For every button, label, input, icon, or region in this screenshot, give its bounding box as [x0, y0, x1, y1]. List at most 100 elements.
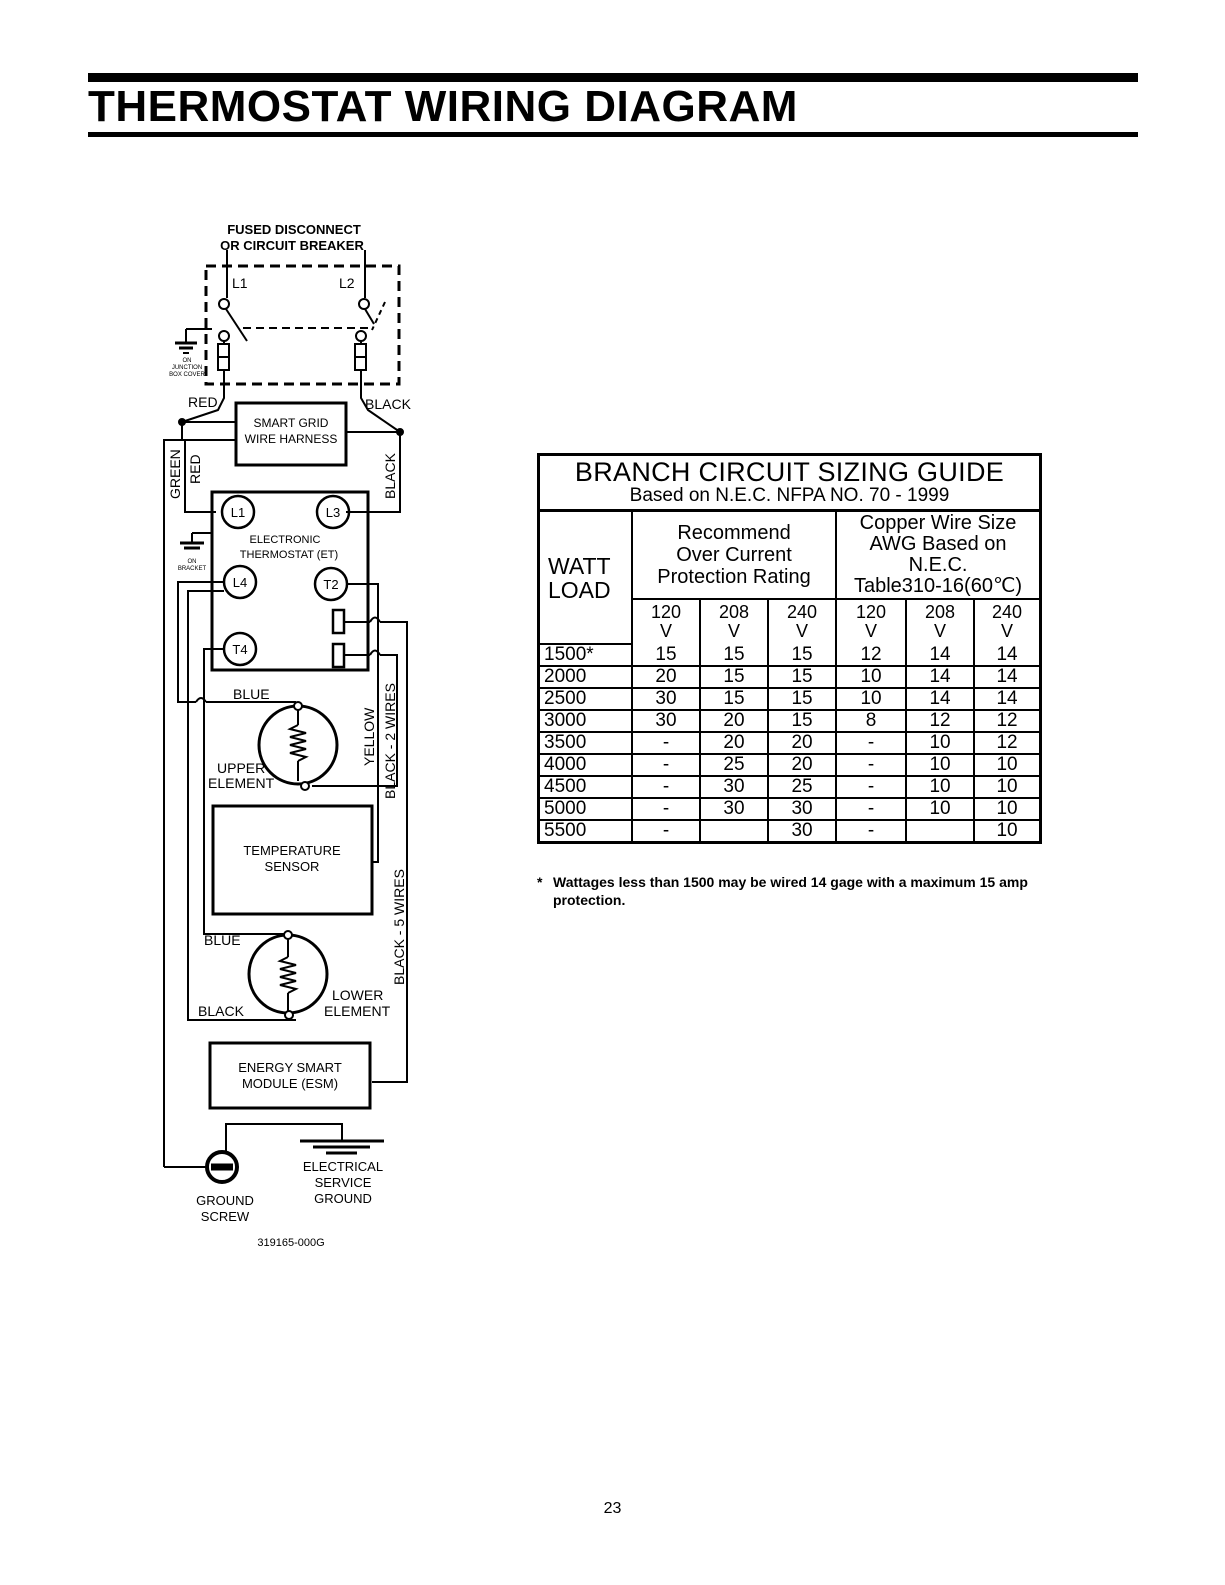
value-cell: [905, 819, 976, 841]
voltage-unit: V: [796, 621, 809, 641]
label-yellow: YELLOW: [361, 707, 377, 766]
value-cell: 20: [699, 709, 769, 733]
recommend-header: Recommend Over Current Protection Rating: [630, 512, 838, 600]
value-cell: 20: [631, 665, 701, 689]
label-black: BLACK: [365, 396, 412, 412]
value-cell: 30: [766, 797, 838, 821]
table-footnote: * Wattages less than 1500 may be wired 1…: [537, 873, 1047, 909]
value-cell: 15: [631, 644, 701, 667]
value-cell: -: [835, 753, 908, 777]
value-cell: 20: [766, 731, 838, 755]
label-terminal-t4: T4: [232, 642, 247, 657]
voltage-number: 120: [650, 602, 682, 622]
voltage-unit: V: [865, 621, 878, 641]
footnote-star: *: [537, 874, 543, 890]
value-cell: 14: [973, 687, 1039, 711]
value-cell: 14: [905, 644, 976, 667]
value-cell: 10: [835, 665, 908, 689]
voltage-number: 208: [925, 602, 956, 622]
value-cell: 20: [766, 753, 838, 777]
label-red-vertical: RED: [187, 454, 203, 484]
guide-header: BRANCH CIRCUIT SIZING GUIDE Based on N.E…: [540, 456, 1039, 512]
watt-load-cell: 4500: [540, 775, 633, 799]
title-underline: [88, 132, 1138, 137]
page-title: THERMOSTAT WIRING DIAGRAM: [88, 82, 798, 131]
label-service-ground: GROUND: [314, 1191, 372, 1206]
label-green: GREEN: [167, 449, 183, 499]
watt-load-cell: 3500: [540, 731, 633, 755]
label-wire-harness: WIRE HARNESS: [245, 432, 338, 446]
value-cell: 15: [766, 687, 838, 711]
label-black-lower: BLACK: [198, 1003, 245, 1019]
voltage-unit: V: [659, 621, 672, 641]
recommend-line-3: Protection Rating: [657, 566, 811, 588]
label-terminal-l1: L1: [231, 505, 245, 520]
watt-load-cell: 5500: [540, 819, 633, 841]
value-cell: -: [835, 797, 908, 821]
watt-load-header: WATT LOAD: [540, 512, 633, 645]
value-cell: 15: [766, 665, 838, 689]
smart-grid-harness: [234, 401, 348, 467]
label-ground: GROUND: [196, 1193, 254, 1208]
value-cell: 12: [835, 644, 908, 667]
branch-circuit-sizing-guide: BRANCH CIRCUIT SIZING GUIDE Based on N.E…: [537, 453, 1042, 844]
watt-label: WATT: [548, 552, 611, 579]
part-number: 319165-000G: [257, 1237, 324, 1249]
value-cell: 14: [973, 644, 1039, 667]
label-on: ON: [183, 358, 192, 364]
value-cell: 15: [699, 644, 769, 667]
value-cell: 12: [973, 709, 1039, 733]
watt-load-cell: 2000: [540, 665, 633, 689]
value-cell: -: [835, 775, 908, 799]
value-cell: 10: [905, 775, 976, 799]
copper-line-3: N.E.C.: [908, 554, 968, 576]
label-upper: UPPER: [217, 760, 265, 776]
value-cell: -: [631, 731, 701, 755]
value-cell: -: [631, 775, 701, 799]
label-screw: SCREW: [201, 1209, 250, 1224]
voltage-number: 240: [786, 602, 818, 622]
value-cell: -: [835, 731, 908, 755]
value-cell: 20: [699, 731, 769, 755]
value-cell: 10: [905, 797, 976, 821]
copper-header: Copper Wire Size AWG Based on N.E.C. Tab…: [835, 512, 1039, 600]
value-cell: 8: [835, 709, 908, 733]
value-cell: 15: [766, 709, 838, 733]
value-cell: 12: [905, 709, 976, 733]
value-cell: 10: [973, 819, 1039, 841]
label-sensor: SENSOR: [265, 859, 320, 874]
value-cell: 30: [631, 687, 701, 711]
page-number: 23: [603, 1500, 622, 1517]
value-cell: 15: [699, 665, 769, 689]
value-cell: 30: [766, 819, 838, 841]
value-cell: 30: [699, 775, 769, 799]
label-service: SERVICE: [315, 1175, 372, 1190]
load-label: LOAD: [548, 576, 611, 603]
label-on-bracket: ON: [188, 559, 197, 565]
value-cell: 10: [835, 687, 908, 711]
value-cell: -: [631, 819, 701, 841]
voltage-number: 120: [856, 602, 887, 622]
watt-load-cell: 1500*: [540, 644, 633, 667]
voltage-unit: V: [1001, 621, 1014, 641]
value-cell: 10: [905, 731, 976, 755]
label-black-5-wires: BLACK - 5 WIRES: [391, 869, 407, 985]
copper-line-2: AWG Based on: [869, 533, 1007, 555]
guide-subtitle: Based on N.E.C. NFPA NO. 70 - 1999: [629, 485, 950, 506]
watt-load-cell: 2500: [540, 687, 633, 711]
top-rule: [88, 73, 1138, 82]
watt-load-cell: 5000: [540, 797, 633, 821]
label-lower: LOWER: [332, 987, 383, 1003]
label-l2: L2: [339, 275, 355, 291]
value-cell: -: [835, 819, 908, 841]
voltage-unit: V: [934, 621, 947, 641]
